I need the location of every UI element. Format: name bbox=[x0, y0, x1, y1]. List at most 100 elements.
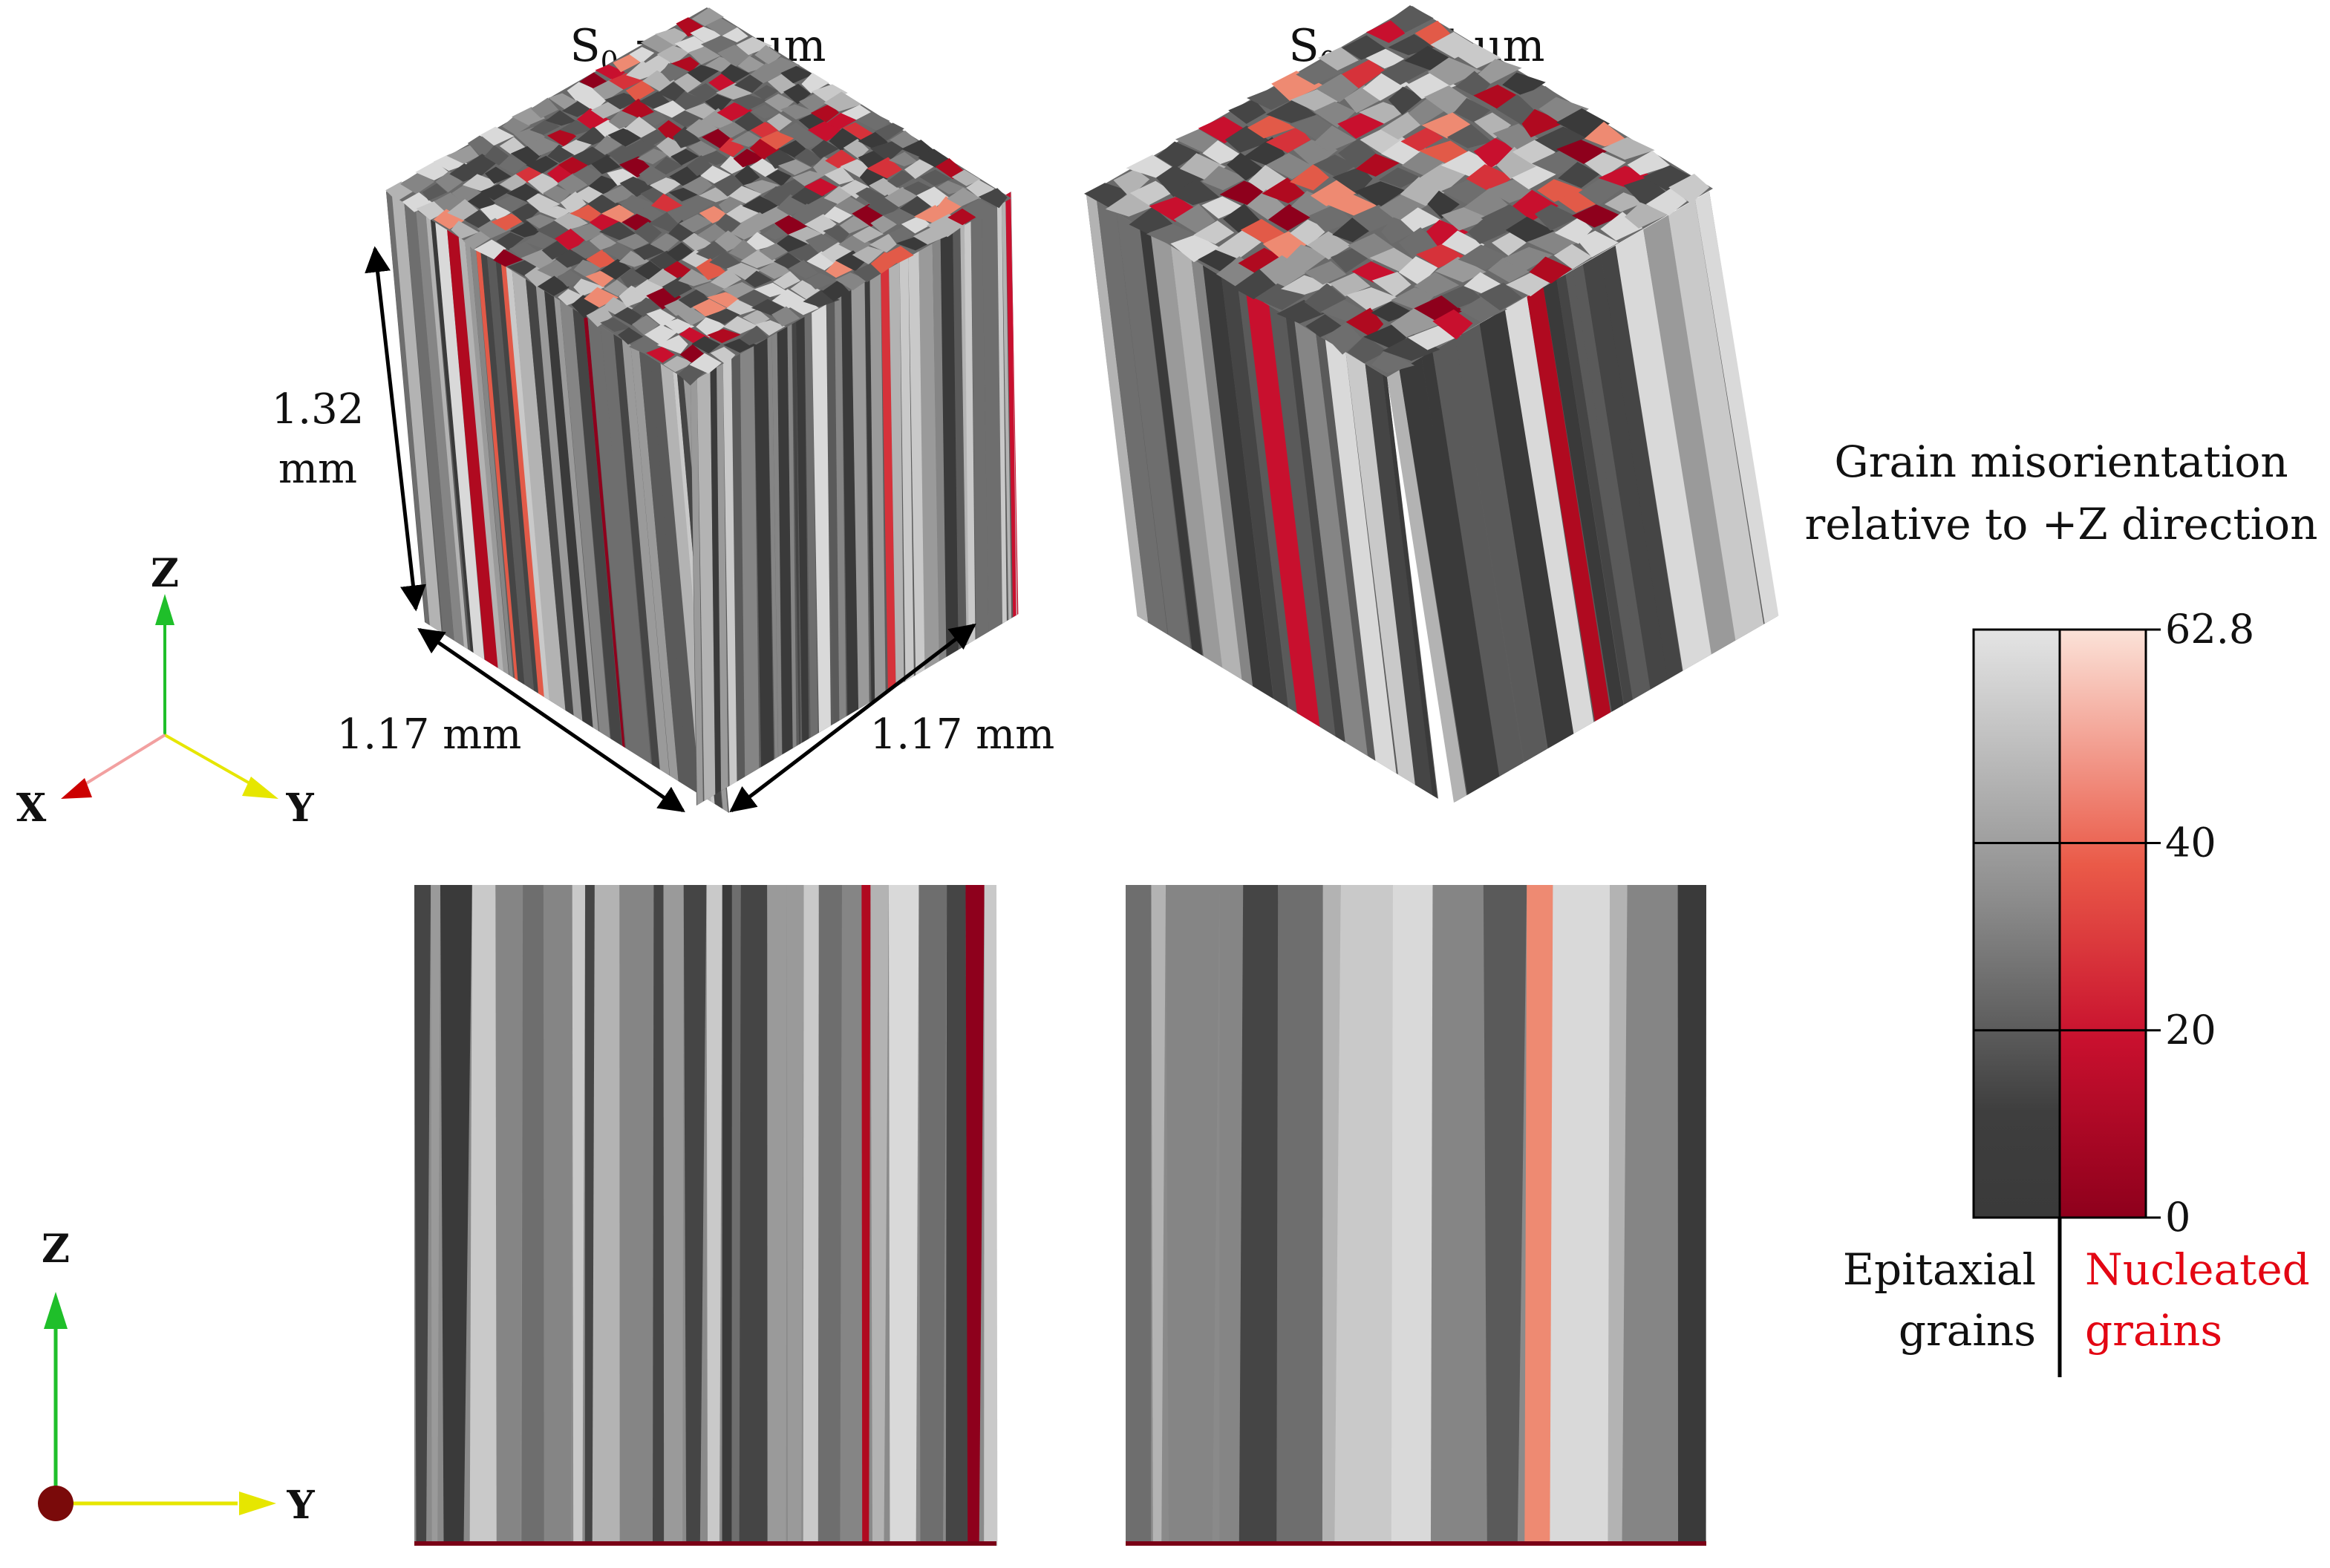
grain-patch bbox=[763, 223, 793, 240]
grain-patch bbox=[962, 198, 996, 220]
grain-patch bbox=[446, 145, 480, 164]
grain-patch bbox=[1466, 164, 1514, 193]
grain-patch bbox=[823, 91, 862, 112]
grain-patch bbox=[1342, 59, 1386, 89]
grain-patch bbox=[422, 183, 448, 201]
grain-patch bbox=[600, 258, 631, 280]
grain-patch bbox=[613, 54, 642, 73]
cross-section-right bbox=[1126, 885, 1706, 1546]
grain-patch bbox=[499, 174, 528, 193]
grain-patch bbox=[733, 148, 766, 168]
grain-patch bbox=[1432, 309, 1473, 340]
epitaxial-label-line1: Epitaxial bbox=[1843, 1244, 2036, 1295]
grain-patch bbox=[731, 94, 768, 111]
grain-patch bbox=[1313, 101, 1356, 128]
grain-streak bbox=[430, 219, 474, 653]
slice-grain bbox=[1126, 885, 1152, 1546]
slice-grain bbox=[1166, 885, 1220, 1546]
grain-patch bbox=[545, 110, 577, 126]
grain-patch bbox=[794, 148, 825, 167]
grain-patch bbox=[567, 82, 599, 101]
colorbar-nucleated bbox=[2058, 628, 2147, 1219]
grain-patch bbox=[791, 185, 825, 206]
grain-patch bbox=[620, 195, 656, 213]
grain-patch bbox=[641, 110, 666, 126]
grain-patch bbox=[656, 335, 688, 354]
grain-streak bbox=[826, 296, 842, 724]
grain-patch bbox=[688, 82, 718, 102]
grain-patch bbox=[656, 45, 691, 65]
grain-patch bbox=[1228, 99, 1267, 124]
grain-patch bbox=[1215, 256, 1264, 287]
grain-patch bbox=[586, 305, 613, 327]
grain-patch bbox=[776, 179, 810, 198]
slice-grain bbox=[984, 885, 998, 1546]
grain-streak bbox=[425, 216, 469, 650]
grain-patch bbox=[720, 64, 750, 83]
grain-patch bbox=[1627, 150, 1671, 176]
grain-streak bbox=[1543, 279, 1624, 712]
grain-patch bbox=[685, 119, 719, 138]
slice-grain bbox=[739, 885, 771, 1546]
grain-patch bbox=[1304, 283, 1347, 314]
grain-streak bbox=[1238, 287, 1297, 713]
grain-patch bbox=[515, 166, 544, 183]
grain-streak bbox=[1139, 226, 1203, 656]
grain-streak bbox=[1294, 321, 1368, 757]
grain-patch bbox=[641, 53, 671, 75]
slice-grain bbox=[495, 885, 523, 1546]
grain-patch bbox=[1537, 179, 1585, 203]
slice-grain bbox=[584, 885, 595, 1546]
grain-patch bbox=[608, 108, 640, 130]
grain-patch bbox=[1668, 173, 1710, 204]
grain-patch bbox=[1645, 187, 1688, 216]
grain-patch bbox=[901, 215, 931, 234]
height-value: 1.32 bbox=[272, 385, 365, 434]
grain-patch bbox=[657, 120, 686, 142]
grain-patch bbox=[1441, 284, 1482, 308]
grain-patch bbox=[773, 271, 801, 290]
grain-patch bbox=[1398, 256, 1438, 286]
grain-patch bbox=[526, 137, 564, 157]
grain-patch bbox=[1271, 71, 1324, 101]
grain-patch bbox=[759, 241, 788, 261]
cube-right-front-face bbox=[1086, 195, 1438, 799]
grain-patch bbox=[806, 251, 838, 271]
grain-patch bbox=[691, 7, 724, 27]
grain-streak bbox=[717, 363, 728, 791]
grain-streak bbox=[953, 221, 965, 650]
grain-patch bbox=[1512, 165, 1557, 190]
slice-grain bbox=[803, 885, 820, 1546]
grain-streak bbox=[1455, 324, 1547, 762]
grain-patch bbox=[812, 157, 843, 177]
grain-patch bbox=[689, 353, 722, 374]
grain-patch bbox=[1338, 137, 1377, 169]
grain-patch bbox=[584, 287, 619, 308]
grain-patch bbox=[883, 246, 914, 264]
grain-streak bbox=[1382, 374, 1438, 799]
slice-grain bbox=[1334, 885, 1409, 1546]
grain-patch bbox=[663, 318, 695, 334]
grain-streak bbox=[970, 209, 989, 639]
slice-base bbox=[1126, 1541, 1706, 1546]
grain-patch bbox=[1170, 234, 1220, 263]
y-axis-arrowhead-icon bbox=[242, 777, 278, 799]
grain-patch bbox=[1238, 247, 1282, 274]
grain-patch bbox=[572, 166, 604, 186]
grain-patch bbox=[679, 214, 714, 233]
grain-patch bbox=[491, 213, 524, 231]
slice-grain bbox=[663, 885, 684, 1546]
grain-patch bbox=[740, 249, 778, 269]
grain-patch bbox=[594, 135, 622, 155]
grain-patch bbox=[843, 139, 869, 160]
width-y-arrow bbox=[729, 623, 976, 813]
grain-streak bbox=[1203, 265, 1274, 699]
slice-grain bbox=[1550, 885, 1618, 1546]
grain-streak bbox=[465, 241, 509, 675]
grain-patch bbox=[1388, 86, 1425, 115]
grain-patch bbox=[838, 235, 873, 254]
slice-grain bbox=[431, 885, 440, 1546]
grain-patch bbox=[1585, 152, 1626, 177]
grain-patch bbox=[726, 299, 758, 316]
